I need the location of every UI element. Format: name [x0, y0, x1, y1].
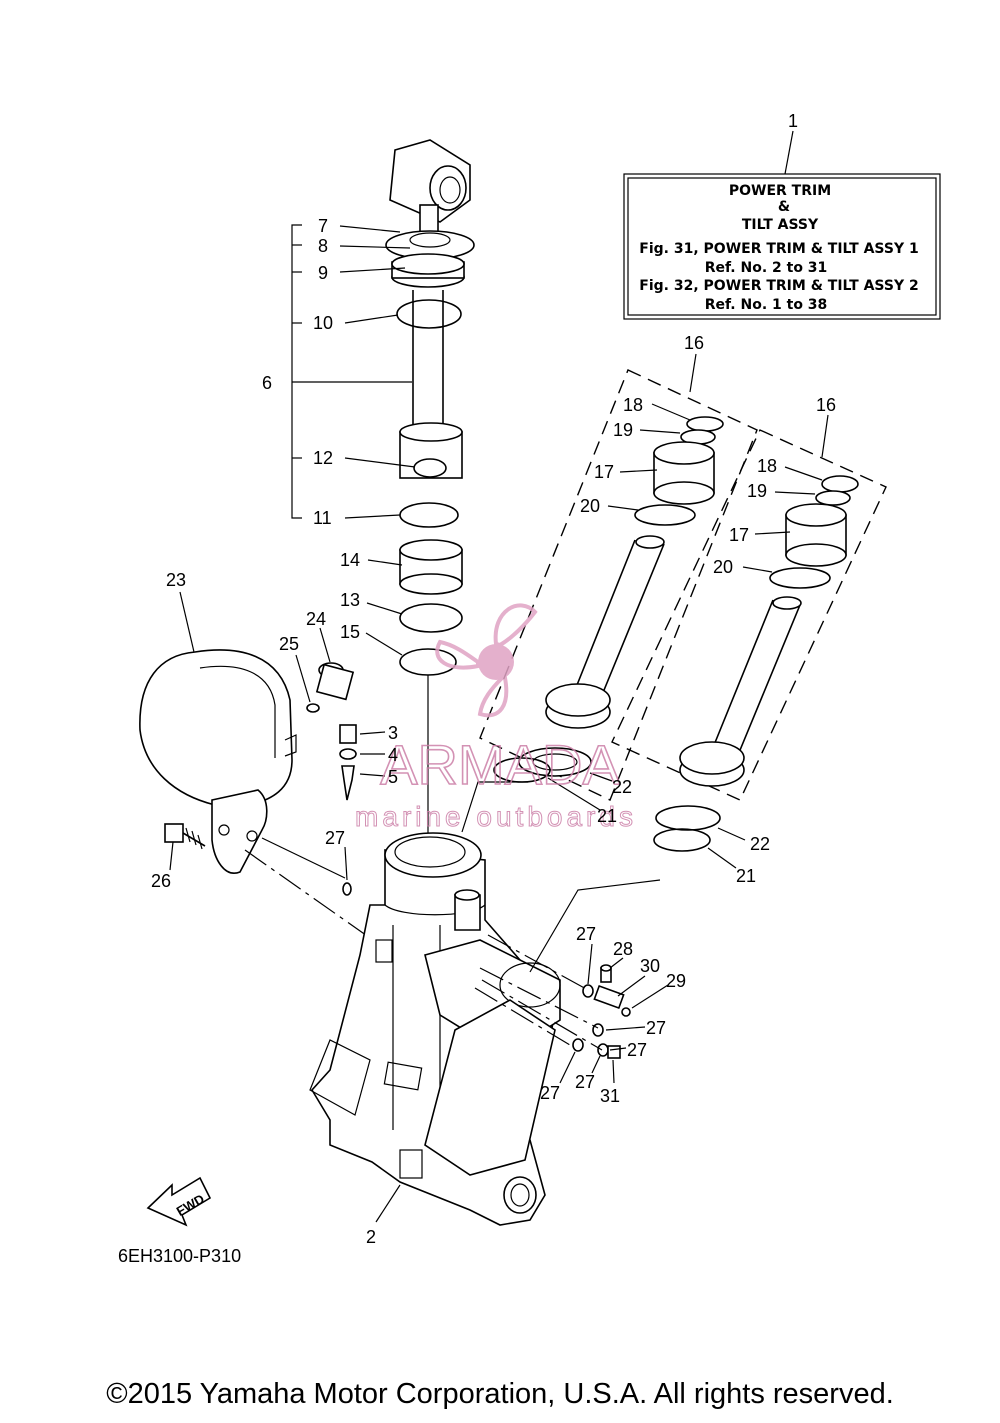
callout-19a: 19: [613, 420, 633, 440]
callout-18b: 18: [757, 456, 777, 476]
bolt-26: [164, 823, 206, 850]
callout-10: 10: [313, 313, 333, 333]
callout-11: 11: [313, 508, 332, 528]
callout-8: 8: [318, 236, 328, 256]
callout-7: 7: [318, 216, 328, 236]
callout-27d: 27: [627, 1040, 647, 1060]
callout-21b: 21: [736, 866, 756, 886]
callout-31: 31: [600, 1086, 620, 1106]
assembly-info-box: POWER TRIM & TILT ASSY Fig. 31, POWER TR…: [623, 173, 941, 320]
fwd-arrow-icon: FWD: [146, 1176, 212, 1227]
callout-28: 28: [613, 939, 633, 959]
callout-15: 15: [340, 622, 360, 642]
cover-23: [139, 649, 297, 874]
callout-5: 5: [388, 767, 398, 787]
box-fig32-refs: Ref. No. 1 to 38: [705, 297, 828, 313]
callout-3: 3: [388, 723, 398, 743]
box-title-line1: POWER TRIM: [729, 183, 831, 199]
callout-26: 26: [151, 871, 171, 891]
propeller-logo-icon: [435, 603, 538, 718]
callout-23: 23: [166, 570, 186, 590]
callout-17b: 17: [729, 525, 749, 545]
callout-12: 12: [313, 448, 333, 468]
callout-6: 6: [262, 373, 272, 393]
callout-27f: 27: [540, 1083, 560, 1103]
watermark-tagline: marine outboards: [355, 801, 637, 832]
callout-13: 13: [340, 590, 360, 610]
callout-29: 29: [666, 971, 686, 991]
callout-19b: 19: [747, 481, 767, 501]
box-fig31-line: Fig. 31, POWER TRIM & TILT ASSY 1: [639, 241, 918, 257]
cylinder-body: [309, 832, 561, 1226]
callout-4: 4: [388, 745, 398, 765]
trim-cylinder-2: [679, 475, 859, 787]
watermark-brand: ARMADA: [380, 733, 620, 796]
filter-24: [315, 662, 355, 701]
callout-9: 9: [318, 263, 328, 283]
callout-1: 1: [788, 111, 798, 131]
box-title-line2: &: [778, 199, 790, 215]
callout-27e: 27: [575, 1072, 595, 1092]
callout-24: 24: [306, 609, 326, 629]
armada-watermark: ARMADA marine outboards: [355, 603, 637, 833]
callout-27a: 27: [325, 828, 345, 848]
callout-30: 30: [640, 956, 660, 976]
callout-21a: 21: [597, 806, 617, 826]
copyright-notice: ©2015 Yamaha Motor Corporation, U.S.A. A…: [106, 1378, 894, 1410]
callout-25: 25: [279, 634, 299, 654]
callout-16a: 16: [684, 333, 704, 353]
box-fig32-line: Fig. 32, POWER TRIM & TILT ASSY 2: [639, 278, 918, 294]
callout-18a: 18: [623, 395, 643, 415]
callout-14: 14: [340, 550, 360, 570]
tilt-cylinder-rod: [385, 139, 475, 862]
callout-17a: 17: [594, 462, 614, 482]
callout-27c: 27: [646, 1018, 666, 1038]
callout-2: 2: [366, 1227, 376, 1247]
callout-20a: 20: [580, 496, 600, 516]
callout-22a: 22: [612, 777, 632, 797]
callout-27b: 27: [576, 924, 596, 944]
box-title-line3: TILT ASSY: [742, 217, 819, 233]
callout-16b: 16: [816, 395, 836, 415]
trim-cylinder-1: [545, 416, 724, 729]
callout-20b: 20: [713, 557, 733, 577]
box-fig31-refs: Ref. No. 2 to 31: [705, 260, 828, 276]
callout-22b: 22: [750, 834, 770, 854]
diagram-code: 6EH3100-P310: [118, 1246, 241, 1266]
